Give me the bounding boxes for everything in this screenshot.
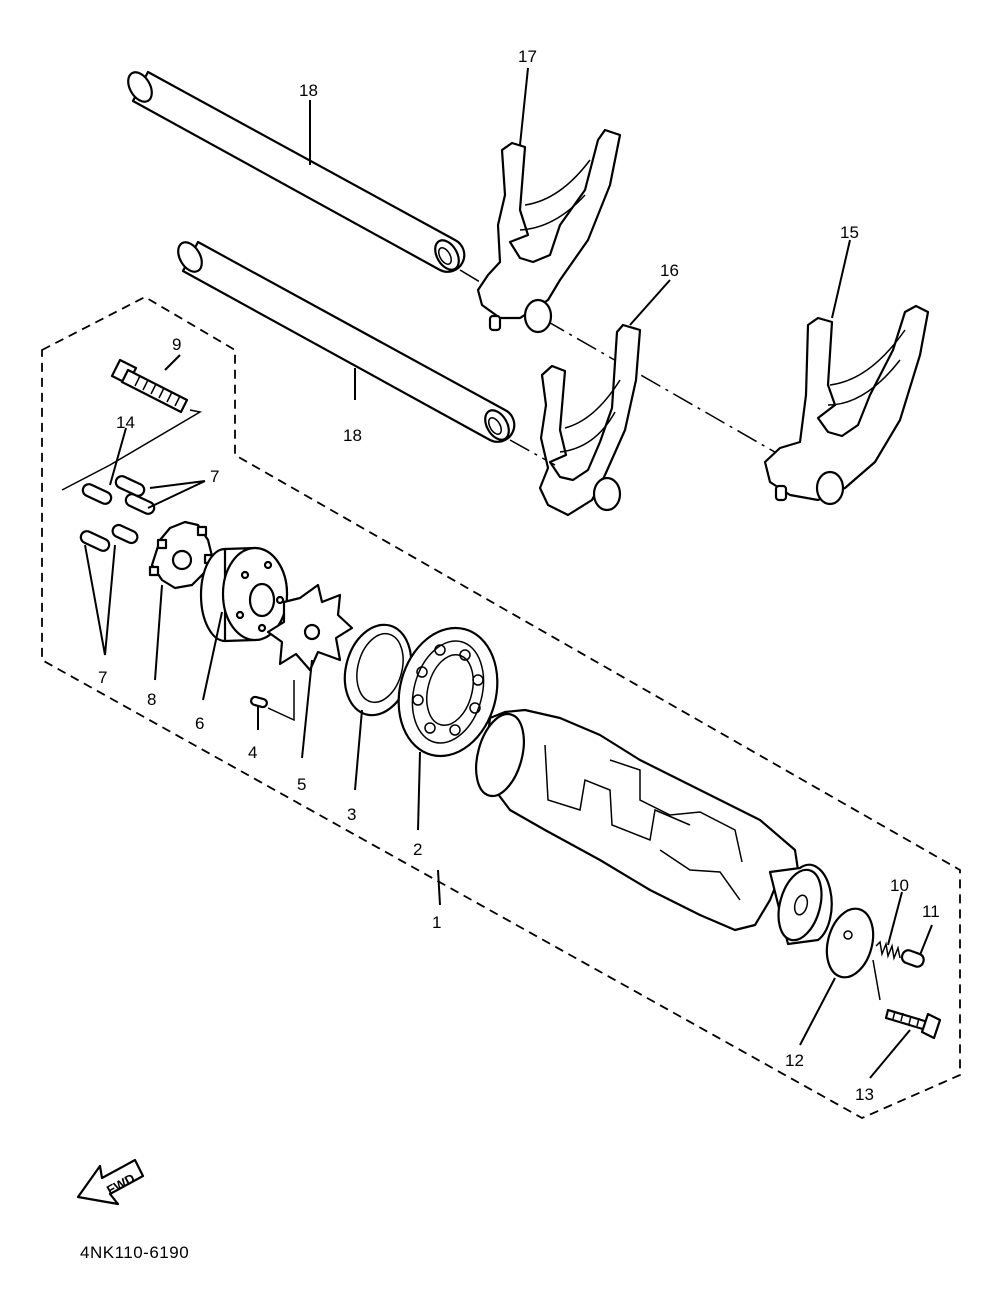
label-part-18-lower: 18 xyxy=(343,426,362,445)
label-part-1: 1 xyxy=(432,913,441,932)
part-15-shift-fork xyxy=(763,304,930,506)
label-part-14: 14 xyxy=(116,413,135,432)
part-5-star-plate xyxy=(266,583,354,672)
part-11-pin xyxy=(900,949,925,968)
part-1-shift-drum xyxy=(475,708,833,946)
label-part-7-lower: 7 xyxy=(98,668,107,687)
part-13-screw xyxy=(884,1008,942,1040)
label-part-13: 13 xyxy=(855,1085,874,1104)
fwd-direction-arrow: FWD xyxy=(76,1158,145,1206)
label-part-2: 2 xyxy=(413,840,422,859)
part-6-segment xyxy=(199,546,289,643)
label-part-3: 3 xyxy=(347,805,356,824)
part-17-shift-fork xyxy=(476,128,622,334)
label-part-8: 8 xyxy=(147,690,156,709)
centerline-upper xyxy=(459,269,781,456)
label-part-6: 6 xyxy=(195,714,204,733)
part-18-lower-shift-fork-shaft xyxy=(177,240,516,443)
leader-lines xyxy=(61,67,933,1079)
part-2-bearing xyxy=(397,626,499,758)
part-4-dowel xyxy=(250,695,268,709)
part-9-screw xyxy=(110,358,189,414)
label-part-17: 17 xyxy=(518,47,537,66)
label-part-9: 9 xyxy=(172,335,181,354)
label-part-5: 5 xyxy=(297,775,306,794)
part-14-pin xyxy=(81,483,113,505)
label-part-18-upper: 18 xyxy=(299,81,318,100)
part-number-labels: 1 2 3 4 5 6 7 7 8 9 10 11 12 13 14 15 16… xyxy=(98,47,940,1104)
label-part-7-upper: 7 xyxy=(210,467,219,486)
part-16-shift-fork xyxy=(538,323,642,517)
label-part-11: 11 xyxy=(922,902,940,921)
part-10-spring xyxy=(875,940,901,961)
label-part-4: 4 xyxy=(248,743,257,762)
label-part-10: 10 xyxy=(890,876,909,895)
label-part-15: 15 xyxy=(840,223,859,242)
diagram-code: 4NK110-6190 xyxy=(80,1243,189,1262)
assembly-boundary-dashed xyxy=(41,295,961,1120)
part-12-plate xyxy=(825,907,875,979)
part-7-pins xyxy=(79,475,156,552)
label-part-12: 12 xyxy=(785,1051,804,1070)
label-part-16: 16 xyxy=(660,261,679,280)
part-18-upper-shift-fork-shaft xyxy=(127,70,466,273)
